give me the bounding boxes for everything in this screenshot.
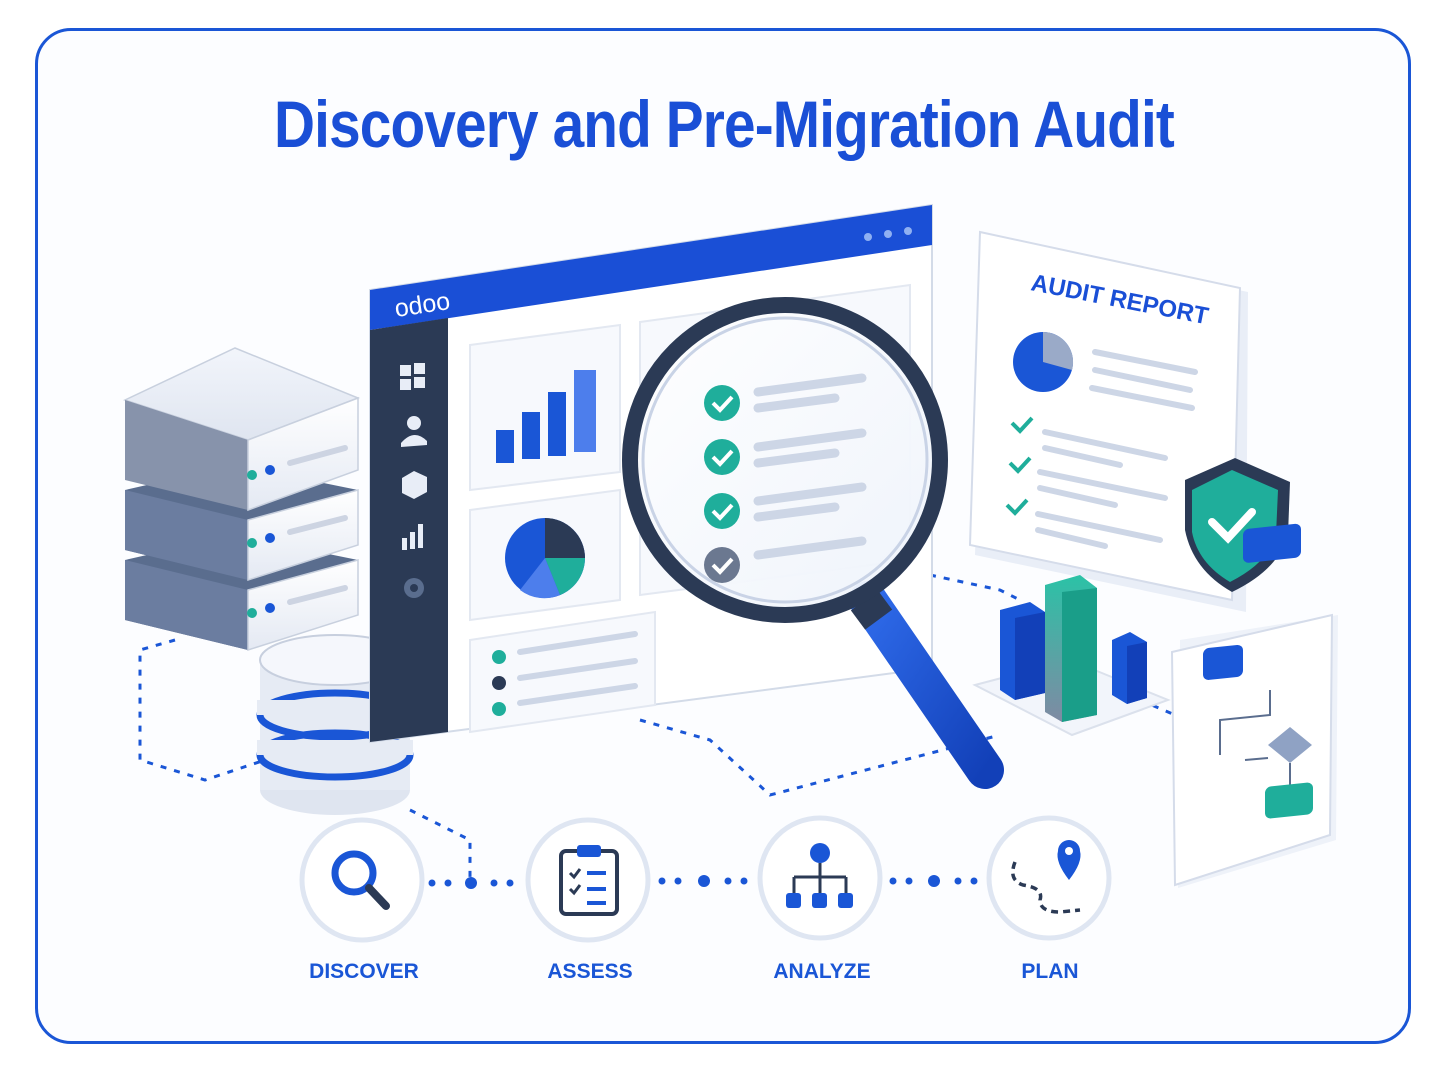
app-titlebar (370, 205, 932, 330)
dashed-connectors (138, 573, 1176, 880)
3d-bar-chart (972, 575, 1171, 737)
bar-chart-icon (402, 524, 423, 550)
step-label-analyze: ANALYZE (773, 960, 871, 983)
step-label-plan: PLAN (1021, 960, 1079, 983)
step-plan[interactable] (986, 815, 1112, 941)
step-analyze[interactable] (757, 815, 883, 941)
checklist-card (469, 610, 656, 734)
sidebar-icons (400, 363, 427, 598)
user-icon (401, 416, 427, 447)
check-circle-icon (704, 547, 740, 583)
route-pin-icon (1011, 840, 1081, 914)
app-sidebar (370, 318, 448, 742)
hierarchy-icon (786, 843, 853, 908)
pie-chart-card (469, 488, 621, 622)
window-dot-icon (904, 227, 912, 235)
page-title: Discovery and Pre-Migration Audit (274, 87, 1175, 161)
step-label-discover: DISCOVER (309, 960, 419, 983)
step-connectors (428, 875, 978, 889)
apps-grid-icon (400, 363, 425, 390)
window-dot-icon (884, 230, 892, 238)
step-assess[interactable] (525, 817, 651, 943)
clipboard-checklist-icon (559, 845, 619, 916)
check-circle-icon (704, 385, 740, 421)
search-icon (331, 850, 390, 910)
step-discover[interactable] (299, 817, 425, 943)
check-circle-icon (704, 439, 740, 475)
bar-chart-card (469, 323, 621, 492)
server-stack (122, 347, 361, 652)
box-icon (402, 471, 427, 499)
check-circle-icon (704, 493, 740, 529)
gear-icon (404, 578, 424, 598)
audit-report-document: AUDIT REPORT (968, 230, 1248, 612)
step-label-assess: ASSESS (547, 960, 633, 983)
checklist-in-lens (704, 373, 867, 583)
report-check-icons (1005, 416, 1034, 516)
server-unit-top (122, 347, 361, 512)
magnifying-glass-icon (622, 297, 1004, 789)
flowchart-panel (1170, 523, 1338, 888)
window-dot-icon (864, 233, 872, 241)
